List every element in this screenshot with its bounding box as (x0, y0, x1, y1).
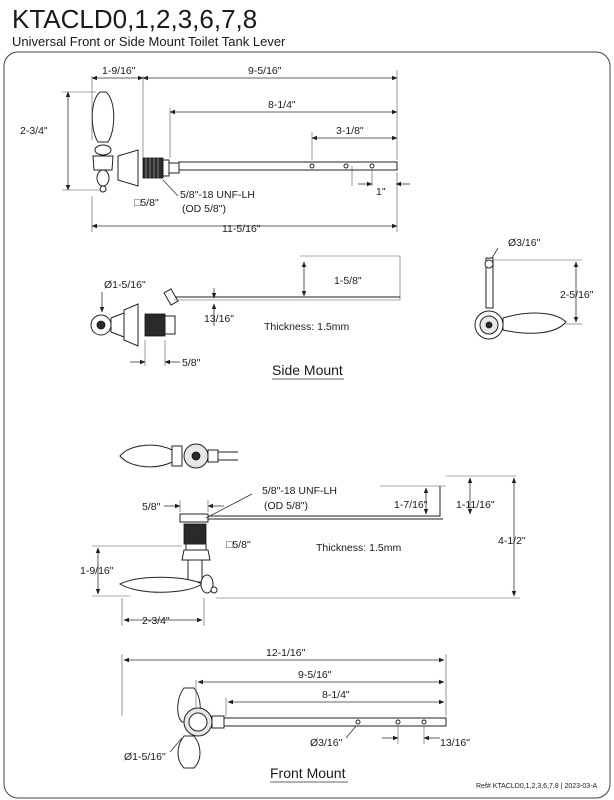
product-subtitle: Universal Front or Side Mount Toilet Tan… (12, 34, 286, 49)
thread-note-2: (OD 5/8") (182, 203, 226, 215)
dim-front-rise-a: 1-7/16" (394, 499, 428, 511)
dim-total: 11-5/16" (222, 223, 261, 235)
dim-hole-spacing: 3-1/8" (336, 125, 364, 137)
dim-plan-escutcheon: Ø1-5/16" (124, 751, 166, 763)
dim-plan-arm: 8-1/4" (322, 689, 350, 701)
front-threaded-shank (183, 523, 207, 545)
end-view-hole: Ø3/16" (508, 237, 541, 249)
model-title: KTACLD0,1,2,3,6,7,8 (12, 4, 257, 34)
dim-overall-arm: 9-5/16" (248, 65, 282, 77)
dim-plan-total: 12-1/16" (266, 647, 306, 659)
dim-handle-width: 1-9/16" (102, 65, 136, 77)
thread-note-1: 5/8"-18 UNF-LH (180, 189, 255, 201)
dim-front-total-height: 4-1/2" (498, 535, 526, 547)
dim-side-shank: 5/8" (182, 357, 201, 369)
end-view-height: 2-5/16" (560, 289, 594, 301)
dim-arm: 8-1/4" (268, 99, 296, 111)
dim-side-escutcheon: Ø1-5/16" (104, 279, 146, 291)
dim-height: 2-3/4" (20, 125, 48, 137)
front-mount-plan-view: 12-1/16" 9-5/16" 8-1/4" Ø1-5/16" Ø3/16" … (121, 647, 470, 783)
side-threaded-shank (144, 313, 166, 337)
top-view: 1-9/16" 9-5/16" 8-1/4" 3-1/8" 2-3/4" 1" … (20, 65, 410, 235)
front-thickness: Thickness: 1.5mm (316, 542, 401, 554)
front-mount-title: Front Mount (270, 765, 346, 781)
drawing-frame (3, 51, 611, 799)
nut-size: □5/8" (134, 197, 159, 209)
side-mount-title: Side Mount (272, 362, 343, 378)
dim-side-rise: 1-5/8" (334, 275, 362, 287)
front-plan-arm (223, 717, 447, 727)
top-lever-arm (178, 161, 398, 171)
dim-plan-arm-long: 9-5/16" (298, 669, 332, 681)
side-mount-view: Ø1-5/16" 1-5/8" 13/16" Thickness: 1.5mm … (90, 237, 594, 380)
dim-plan-hole-offset: 13/16" (440, 737, 470, 749)
dim-front-handle-width: 2-3/4" (142, 615, 170, 627)
side-end-view: Ø3/16" 2-5/16" (474, 237, 594, 340)
front-thread-note-2: (OD 5/8") (264, 500, 308, 512)
front-nut-size: □5/8" (226, 539, 251, 551)
side-thickness: Thickness: 1.5mm (264, 321, 349, 333)
dim-drop: 1" (376, 186, 386, 198)
front-thread-note-1: 5/8"-18 UNF-LH (262, 485, 337, 497)
dim-plan-hole: Ø3/16" (310, 737, 343, 749)
front-mount-upper-view: 5/8" 5/8"-18 UNF-LH (OD 5/8") □5/8" 1-7/… (80, 443, 526, 627)
dim-front-rise-b: 1-11/16" (456, 499, 495, 511)
dim-front-shank: 5/8" (142, 501, 161, 513)
dim-front-handle-height: 1-9/16" (80, 565, 114, 577)
reference-number: Ref# KTACLD0,1,2,3,6,7,8 | 2023-03-A (476, 783, 597, 790)
top-escutcheon (117, 149, 139, 187)
top-handle-lever (91, 91, 115, 143)
dim-side-offset: 13/16" (204, 313, 234, 325)
